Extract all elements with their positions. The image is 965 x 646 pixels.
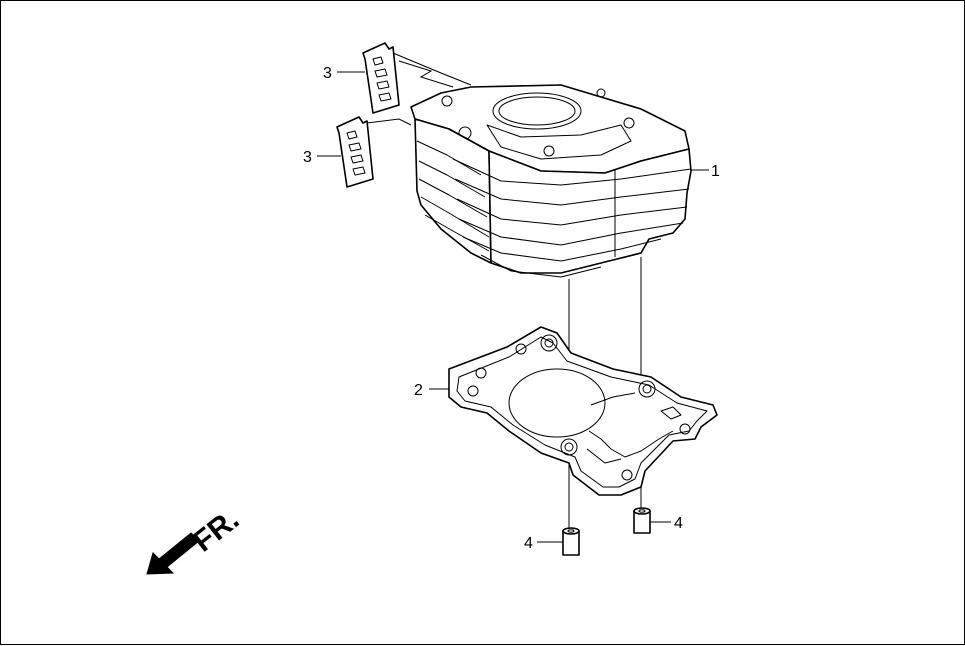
callout-2: 2 <box>414 382 423 399</box>
front-label: FR. <box>187 503 245 559</box>
front-direction-indicator: FR. <box>146 503 245 575</box>
front-arrow-icon <box>146 532 200 575</box>
callout-4-right: 4 <box>674 515 683 532</box>
callout-3-lower: 3 <box>303 149 312 166</box>
insulator-upper <box>362 42 400 114</box>
gasket <box>448 326 718 496</box>
cylinder <box>410 84 692 278</box>
dowel-pin-left <box>562 527 580 556</box>
callout-1: 1 <box>711 163 720 180</box>
insulator-lower <box>336 116 374 188</box>
callout-3-upper: 3 <box>323 65 332 82</box>
insulator-upper-guide <box>392 52 472 86</box>
insulator-lower-guide <box>366 118 412 126</box>
dowel-pin-right <box>633 507 651 534</box>
callout-4-left: 4 <box>524 535 533 552</box>
insulator-upper-guide-2 <box>398 60 454 88</box>
